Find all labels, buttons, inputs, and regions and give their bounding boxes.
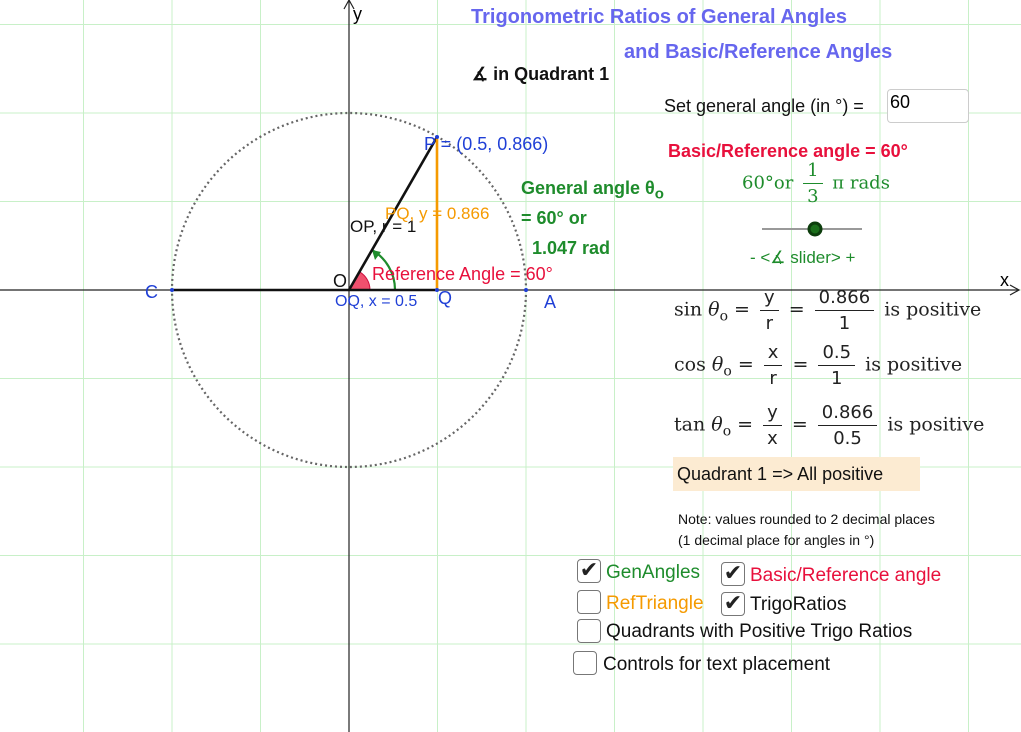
- ratio-fn: sin: [674, 298, 703, 321]
- basic-reference-checkbox[interactable]: ✔: [721, 562, 745, 586]
- trigoratios-checkbox[interactable]: ✔: [721, 592, 745, 616]
- general-angle-arrow-icon: [372, 250, 381, 260]
- angle-input-label: Set general angle (in °) =: [664, 96, 864, 116]
- point-q-label: Q: [438, 288, 453, 308]
- ratio-var: θ: [708, 298, 720, 321]
- ratio-val-den: 0.5: [833, 428, 862, 449]
- ratio-fn: cos: [674, 353, 706, 376]
- point-o-label: O: [333, 271, 348, 291]
- ratio-val-num: 0.866: [817, 402, 878, 426]
- segment-op-label: OP, r = 1: [350, 217, 417, 236]
- general-angle-degrees: = 60° or: [521, 208, 587, 228]
- x-axis-label: x: [1000, 270, 1009, 290]
- ratio-sub: o: [722, 423, 732, 440]
- general-angle-radians: 1.047 rad: [532, 238, 611, 258]
- text-placement-checkbox[interactable]: [573, 651, 597, 675]
- point-c[interactable]: [170, 288, 174, 292]
- basic-angle-label: Basic/Reference angle = 60°: [668, 141, 908, 161]
- ratio-val-num: 0.5: [818, 342, 856, 366]
- general-angle-title: General angle θo: [521, 178, 664, 203]
- reftriangle-checkbox[interactable]: [577, 590, 601, 614]
- ratio-var: θ: [711, 413, 723, 436]
- point-q[interactable]: [435, 288, 439, 292]
- note-line1: Note: values rounded to 2 decimal places: [678, 511, 935, 527]
- reftriangle-label: RefTriangle: [606, 593, 704, 614]
- point-p-label: P = (0.5, 0.866): [424, 134, 549, 154]
- ratio-sym-den: r: [769, 368, 777, 389]
- ratio-sign: is positive: [884, 298, 982, 321]
- angle-input[interactable]: 60: [887, 89, 969, 123]
- trigoratios-label: TrigoRatios: [750, 594, 847, 615]
- ratio-sym-den: x: [767, 428, 778, 449]
- point-c-label: C: [145, 282, 158, 302]
- ratio-val-den: 1: [838, 313, 851, 334]
- quadrant-heading: ∡ in Quadrant 1: [472, 64, 610, 84]
- ratio-val-num: 0.866: [814, 287, 875, 311]
- text-placement-label: Controls for text placement: [603, 654, 831, 675]
- ratio-sym-den: r: [765, 313, 774, 334]
- ratio-sub: o: [723, 363, 732, 380]
- genangles-label: GenAngles: [606, 562, 701, 583]
- x-axis-arrow-icon: [1009, 284, 1021, 296]
- note-line2: (1 decimal place for angles in °): [678, 532, 875, 548]
- point-a-label: A: [544, 292, 557, 312]
- ratio-val-den: 1: [831, 368, 843, 389]
- ratio-sym-num: y: [763, 402, 782, 426]
- quadrants-checkbox[interactable]: [577, 619, 601, 643]
- segment-oq-label: OQ, x = 0.5: [335, 293, 418, 310]
- y-axis-label: y: [353, 4, 362, 24]
- page-title-line2: and Basic/Reference Angles: [624, 41, 893, 63]
- ratio-sign: is positive: [865, 353, 963, 376]
- point-a[interactable]: [524, 288, 528, 292]
- genangles-checkbox[interactable]: ✔: [577, 559, 601, 583]
- quadrant-box: Quadrant 1 => All positive: [673, 457, 920, 491]
- segment-pq-label: PQ, y = 0.866: [385, 204, 490, 223]
- quadrants-label: Quadrants with Positive Trigo Ratios: [606, 621, 913, 642]
- segment-op: [347, 136, 439, 291]
- basic-reference-label: Basic/Reference angle: [750, 565, 942, 586]
- point-p[interactable]: [435, 135, 439, 139]
- ratio-var: θ: [711, 353, 724, 376]
- reference-angle-sector: [348, 271, 371, 291]
- ratio-sub: o: [719, 308, 729, 325]
- ratio-fn: tan: [674, 413, 706, 436]
- reference-angle-label: Reference Angle = 60°: [372, 264, 553, 284]
- angle-slider-knob[interactable]: [807, 221, 823, 237]
- ratio-sym-num: y: [760, 287, 779, 311]
- slider-label: - <∡ slider> +: [750, 248, 856, 267]
- page-title-line1: Trigonometric Ratios of General Angles: [471, 6, 847, 28]
- ratio-sign: is positive: [887, 413, 985, 436]
- y-axis-arrow-icon: [343, 0, 355, 10]
- ratio-sym-num: x: [763, 342, 783, 366]
